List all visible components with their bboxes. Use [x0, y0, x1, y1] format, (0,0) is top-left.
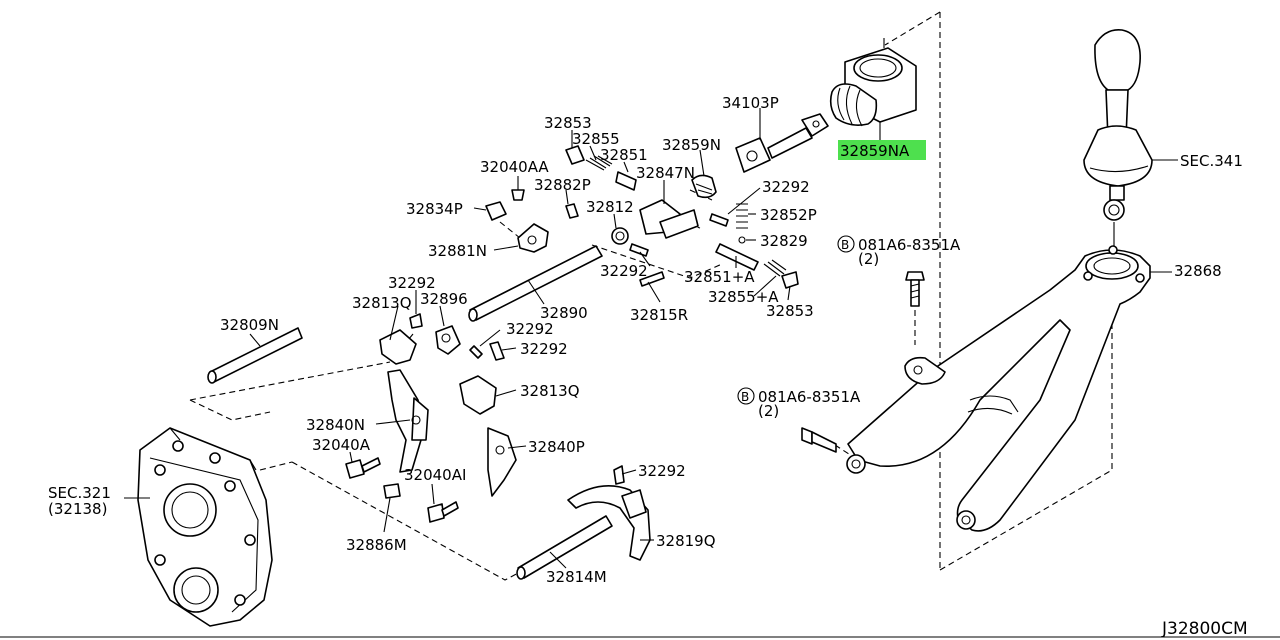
label-32886M[interactable]: 32886M [346, 536, 407, 554]
label-32292-b[interactable]: 32292 [600, 262, 648, 280]
label-32040AI[interactable]: 32040AI [404, 466, 466, 484]
label-32809N[interactable]: 32809N [220, 316, 279, 334]
shift-fork-32840N [387, 369, 429, 473]
label-32859N[interactable]: 32859N [662, 136, 721, 154]
label-32859NA[interactable]: 32859NA [840, 142, 910, 160]
shift-fork-32819Q [567, 465, 651, 561]
shift-rod-32890 [468, 245, 603, 322]
label-32138[interactable]: (32138) [48, 500, 107, 518]
shift-rod-32809N [207, 327, 303, 384]
label-32853-top[interactable]: 32853 [544, 114, 592, 132]
bolt-lower [801, 427, 837, 453]
bolt-callout-letter-2: B [741, 390, 749, 404]
shift-rod-32814M [516, 515, 613, 580]
label-32851[interactable]: 32851 [600, 146, 648, 164]
label-34103P[interactable]: 34103P [722, 94, 779, 112]
label-32040AA[interactable]: 32040AA [480, 158, 549, 176]
label-32853-b[interactable]: 32853 [766, 302, 814, 320]
label-32292-c[interactable]: 32292 [388, 274, 436, 292]
label-SEC341[interactable]: SEC.341 [1180, 152, 1243, 170]
label-32815R[interactable]: 32815R [630, 306, 688, 324]
label-32851A[interactable]: 32851+A [684, 268, 755, 286]
shift-lever-bracket [846, 245, 1151, 532]
label-32840N[interactable]: 32840N [306, 416, 365, 434]
bolt-callout-circle-2 [737, 387, 755, 405]
shift-knob-assembly [1083, 28, 1153, 248]
label-32040A[interactable]: 32040A [312, 436, 371, 454]
shift-fork-32840P [487, 427, 517, 497]
label-32812[interactable]: 32812 [586, 198, 634, 216]
small-parts-upper [565, 145, 799, 289]
label-32882P[interactable]: 32882P [534, 176, 591, 194]
label-32852P[interactable]: 32852P [760, 206, 817, 224]
label-32834P[interactable]: 32834P [406, 200, 463, 218]
label-SEC321[interactable]: SEC.321 [48, 484, 111, 502]
label-32292-a[interactable]: 32292 [762, 178, 810, 196]
fork-bracket-32813Q-lower [459, 375, 497, 415]
bracket-32881N [485, 189, 549, 253]
bolt-callout-letter-1: B [841, 238, 849, 252]
part-labels: 32859NA 34103P 32853 32855 32851 32859N … [0, 94, 1280, 639]
label-32847N[interactable]: 32847N [636, 164, 695, 182]
bolt-32040AI [427, 501, 459, 523]
label-32292-e[interactable]: 32292 [520, 340, 568, 358]
diagram-code: J32800CM [1161, 619, 1248, 639]
label-32292-d[interactable]: 32292 [506, 320, 554, 338]
block-32886M [383, 483, 401, 499]
highlight-32859NA [838, 140, 926, 160]
bolt-callout-circle-1 [837, 235, 855, 253]
bolt-upper [905, 271, 925, 307]
transmission-housing [137, 427, 273, 627]
rubber-boot-32859NA [829, 47, 917, 127]
label-32881N[interactable]: 32881N [428, 242, 487, 260]
label-32840P[interactable]: 32840P [528, 438, 585, 456]
label-32829[interactable]: 32829 [760, 232, 808, 250]
label-32855-top[interactable]: 32855 [572, 130, 620, 148]
label-32890[interactable]: 32890 [540, 304, 588, 322]
leader-lines [124, 38, 1178, 569]
label-32896[interactable]: 32896 [420, 290, 468, 308]
label-bolt-qty-1: (2) [858, 250, 879, 268]
label-bolt-081A6-1[interactable]: 081A6-8351A [858, 236, 961, 254]
fork-bracket-32813Q-upper [379, 313, 461, 365]
label-bolt-081A6-2[interactable]: 081A6-8351A [758, 388, 861, 406]
label-32819Q[interactable]: 32819Q [656, 532, 716, 550]
label-32813Q-b[interactable]: 32813Q [520, 382, 580, 400]
label-32868[interactable]: 32868 [1174, 262, 1222, 280]
label-32814M[interactable]: 32814M [546, 568, 607, 586]
label-bolt-qty-2: (2) [758, 402, 779, 420]
label-32292-f[interactable]: 32292 [638, 462, 686, 480]
bolt-32040A [345, 457, 381, 479]
control-rod-34103P [735, 113, 829, 173]
pin-group-32292 [469, 341, 505, 361]
label-32855A[interactable]: 32855+A [708, 288, 779, 306]
label-32813Q-a[interactable]: 32813Q [352, 294, 412, 312]
